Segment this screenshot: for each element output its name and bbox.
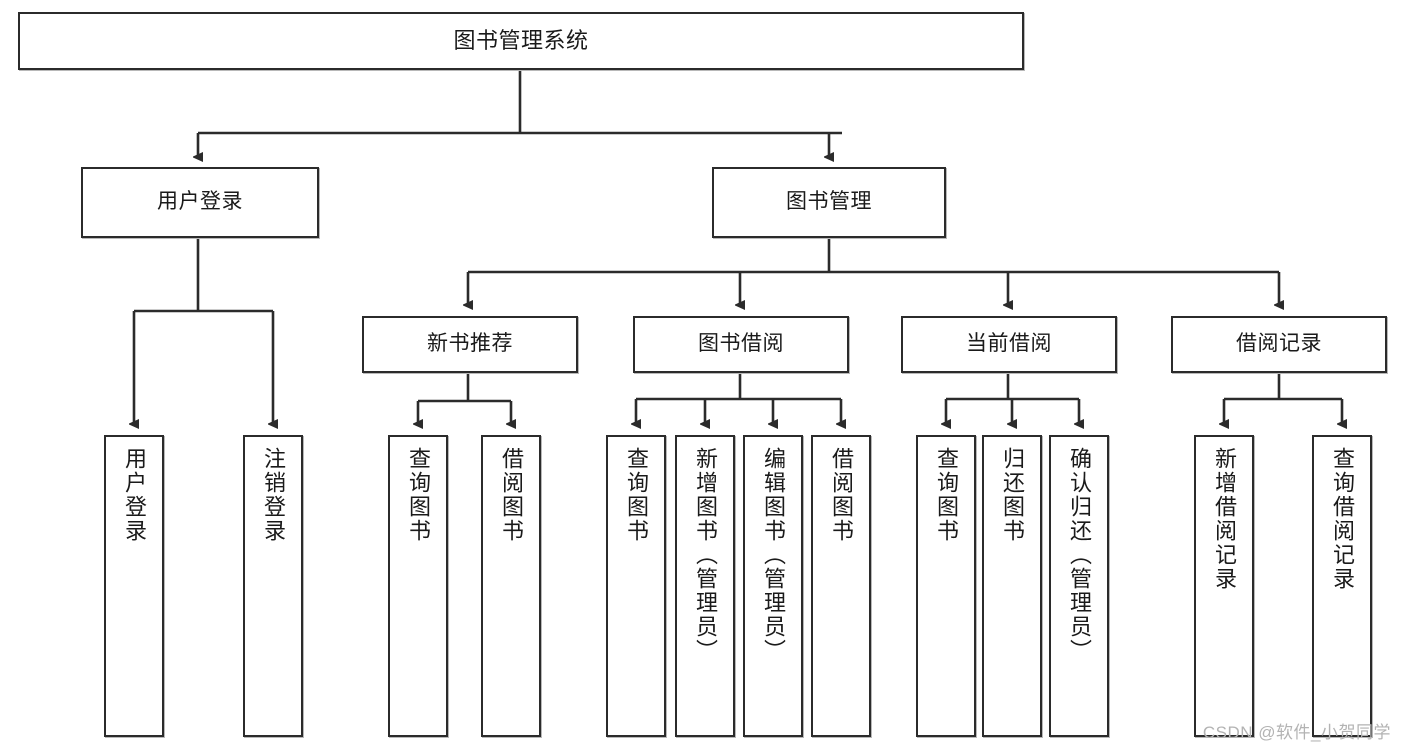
node-user-login[interactable]: 用户登录: [81, 167, 319, 238]
node-label: 用户登录: [157, 190, 243, 214]
leaf-user-login-0[interactable]: 用户登录: [104, 435, 164, 737]
leaf-book-borrow-3[interactable]: 借阅图书: [811, 435, 871, 737]
node-current-borrow[interactable]: 当前借阅: [901, 316, 1117, 373]
node-label: 注销登录: [261, 447, 286, 543]
watermark: CSDN @软件_小贺同学: [1202, 723, 1391, 742]
node-label: 查询图书: [934, 447, 959, 543]
leaf-book-borrow-0[interactable]: 查询图书: [606, 435, 666, 737]
leaf-borrow-record-0[interactable]: 新增借阅记录: [1194, 435, 1254, 737]
leaf-book-borrow-2[interactable]: 编辑图书（管理员）: [743, 435, 803, 737]
node-label: 图书借阅: [698, 332, 784, 356]
leaf-current-borrow-1[interactable]: 归还图书: [982, 435, 1042, 737]
node-label: 用户登录: [122, 447, 147, 543]
node-label: 归还图书: [1000, 447, 1025, 543]
node-label: 借阅图书: [829, 447, 854, 543]
node-label: 新增图书（管理员）: [693, 447, 718, 663]
node-label: 图书管理: [786, 190, 872, 214]
node-label: 新增借阅记录: [1212, 447, 1237, 591]
node-label: 借阅记录: [1236, 332, 1322, 356]
node-book-manage[interactable]: 图书管理: [712, 167, 946, 238]
leaf-new-book-recommend-0[interactable]: 查询图书: [388, 435, 448, 737]
node-label: 查询图书: [624, 447, 649, 543]
leaf-book-borrow-1[interactable]: 新增图书（管理员）: [675, 435, 735, 737]
node-borrow-record[interactable]: 借阅记录: [1171, 316, 1387, 373]
node-label: 新书推荐: [427, 332, 513, 356]
node-label: 编辑图书（管理员）: [761, 447, 786, 663]
node-root[interactable]: 图书管理系统: [18, 12, 1024, 70]
node-label: 查询借阅记录: [1330, 447, 1355, 591]
node-label: 借阅图书: [499, 447, 524, 543]
node-label: 当前借阅: [966, 332, 1052, 356]
leaf-current-borrow-0[interactable]: 查询图书: [916, 435, 976, 737]
leaf-borrow-record-1[interactable]: 查询借阅记录: [1312, 435, 1372, 737]
leaf-user-login-1[interactable]: 注销登录: [243, 435, 303, 737]
node-label: 确认归还（管理员）: [1067, 447, 1092, 663]
node-book-borrow[interactable]: 图书借阅: [633, 316, 849, 373]
node-label: 查询图书: [406, 447, 431, 543]
leaf-new-book-recommend-1[interactable]: 借阅图书: [481, 435, 541, 737]
node-new-book-recommend[interactable]: 新书推荐: [362, 316, 578, 373]
node-label: 图书管理系统: [453, 28, 589, 54]
leaf-current-borrow-2[interactable]: 确认归还（管理员）: [1049, 435, 1109, 737]
